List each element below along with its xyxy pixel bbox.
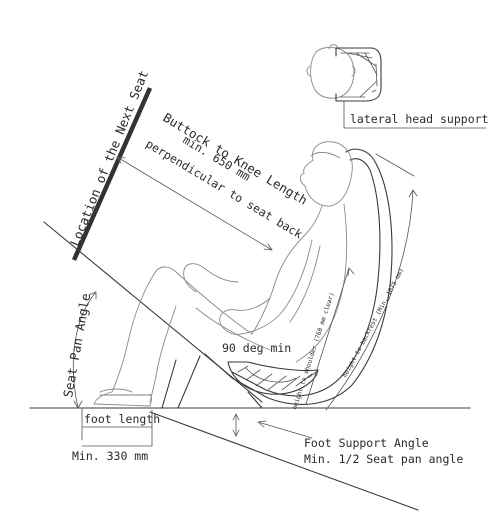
min-330-label: Min. 330 mm	[72, 449, 148, 463]
lateral-head-support-label: lateral head support	[350, 112, 488, 126]
head-top-view	[306, 44, 356, 99]
seated-figure	[93, 141, 353, 407]
buttock-knee-dimension	[116, 156, 273, 251]
seat-pan-angle-label: Seat Pan Angle	[60, 292, 93, 398]
seat-shell	[161, 148, 393, 409]
height-to-backrest-label: height to backrest (Min. 1075 mm)	[342, 267, 406, 379]
next-seat-label: Location of the Next Seat	[67, 68, 151, 248]
foot-support-angle-label: Foot Support Angle	[304, 436, 429, 450]
half-seat-pan-label: Min. 1/2 Seat pan angle	[304, 452, 463, 466]
foot-support-dimension	[232, 413, 313, 439]
seat-pan-angle-arc	[72, 291, 97, 409]
height-dimensions	[305, 153, 418, 411]
ground-lines	[29, 221, 471, 511]
ninety-degree-arc	[245, 367, 297, 383]
lateral-head-support-shape	[335, 47, 487, 129]
foot-length-dimension	[81, 407, 153, 447]
next-seat-bar	[71, 87, 153, 261]
ninety-degree-label: 90 deg min	[222, 341, 291, 355]
foot-length-label: foot length	[84, 412, 160, 426]
